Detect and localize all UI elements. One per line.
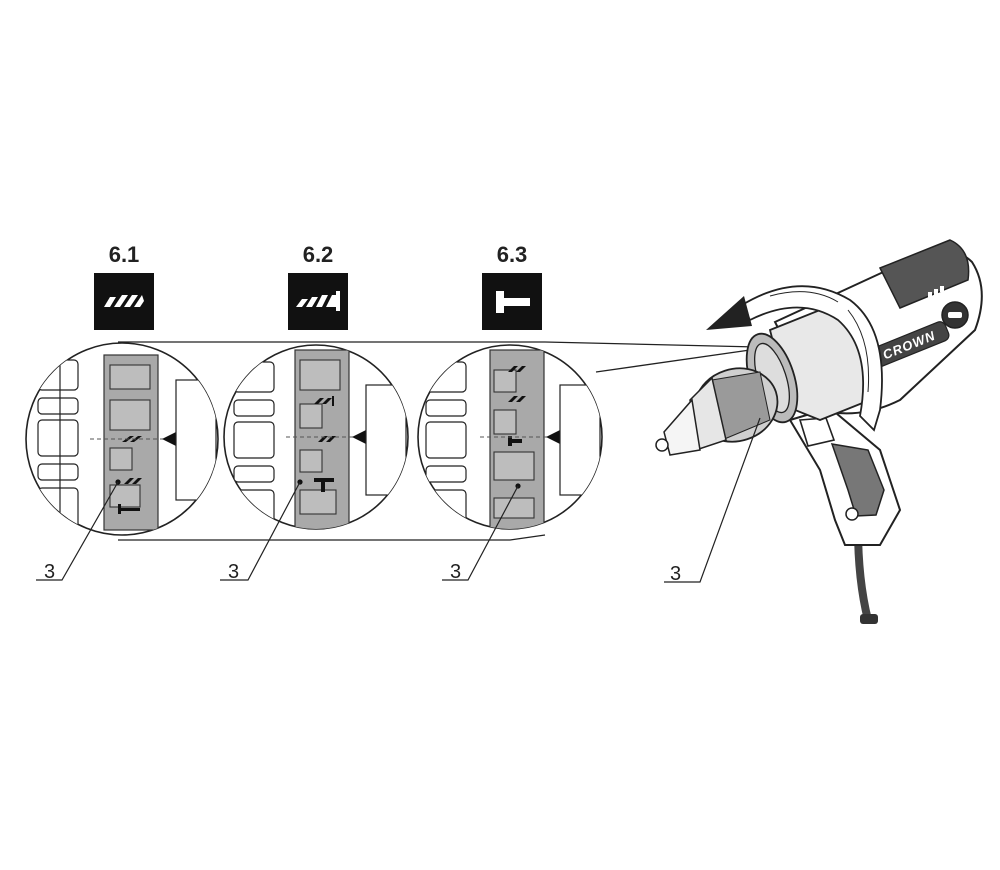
zoom-circle-hammer	[417, 344, 603, 530]
zoom-guide-lines	[118, 341, 758, 541]
step-label: 6.3	[497, 242, 528, 267]
callout-leader	[442, 485, 519, 581]
screw-icon	[288, 273, 348, 330]
handle-grip	[830, 443, 885, 517]
step-label: 6.1	[109, 242, 140, 267]
callout-leader	[36, 481, 119, 581]
callout-number: 3	[44, 561, 55, 583]
callout-leader	[220, 481, 301, 581]
vent-panel	[878, 239, 970, 309]
step-6-2: 6.2	[220, 242, 409, 583]
callout-number: 3	[450, 561, 461, 583]
power-drill: CROWN	[655, 239, 983, 624]
callout-leader	[664, 417, 761, 583]
zoom-circle-drill	[25, 342, 219, 536]
rotation-arrow-icon	[706, 285, 883, 432]
keyless-chuck	[655, 367, 779, 456]
step-6-1: 6.1	[25, 242, 219, 583]
zoom-circle-screw	[223, 344, 409, 530]
callout-number: 3	[228, 561, 239, 583]
step-label: 6.2	[303, 242, 334, 267]
hammer-icon	[482, 273, 542, 330]
drill-bit-icon	[94, 273, 154, 330]
callout-number: 3	[670, 563, 681, 585]
step-6-3: 6.3	[417, 242, 603, 583]
